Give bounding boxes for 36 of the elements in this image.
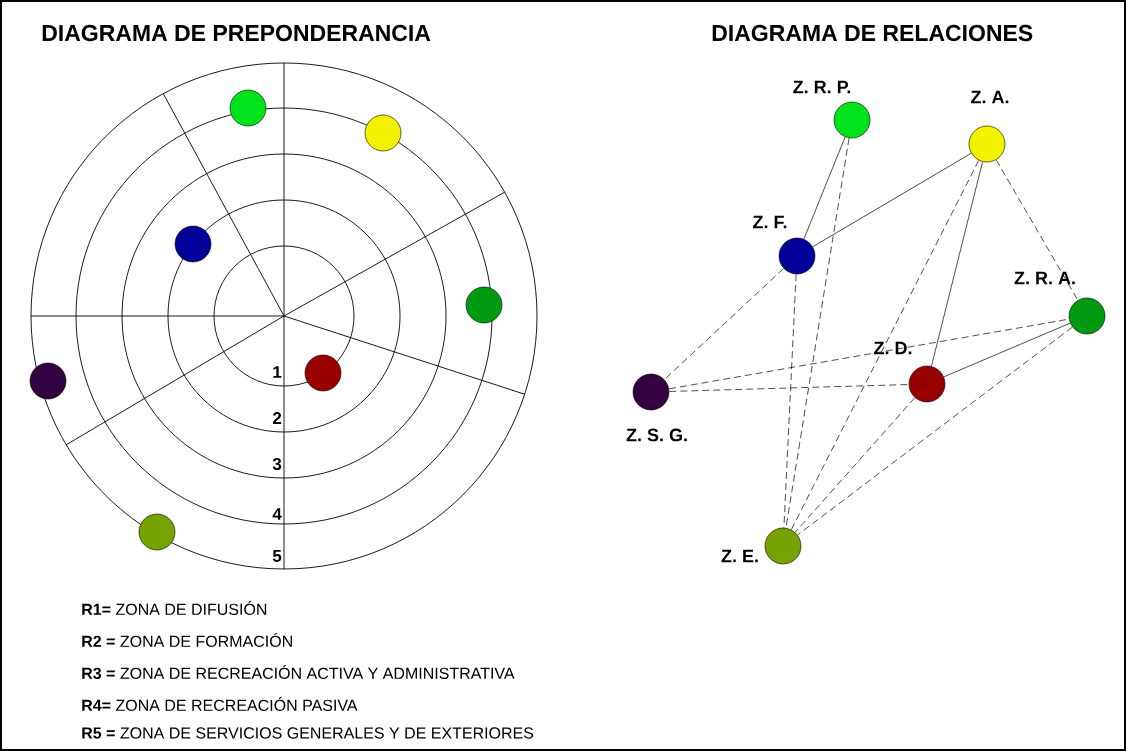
diagram-heading: DIAGRAMA DE RELACIONES [712,24,1033,42]
connector-line [943,322,1071,378]
diagram-heading: DIAGRAMA DE PREPONDERANCIA [42,24,431,42]
zone-label: Z. R. A. [1014,271,1075,285]
zone-label: Z. F. [753,215,787,229]
ring-number: 2 [272,412,282,424]
legend-text: R2 = ZONA DE FORMACIÓN [82,632,292,647]
zone-circle [229,89,267,127]
zone-circle [29,362,67,400]
ring-number: 5 [272,550,282,562]
zone-circle [364,114,402,152]
ring-number: 3 [272,457,282,470]
connector-line [797,326,1073,536]
connector-line [995,159,1079,301]
legend-text: R4= ZONA DE RECREACIÓN PASIVA [82,696,358,711]
connector-line [812,152,972,248]
legend-text: R5 = ZONA DE SERVICIOS GENERALES Y DE EXTERIORES [82,727,534,739]
legend-text: R3 = ZONA DE RECREACIÓN ACTIVA Y ADMINISTRATIVA [82,664,515,679]
connector-line [803,136,846,240]
ring-number: 4 [272,508,282,520]
connector-line [783,273,797,529]
zone-circle [138,513,176,551]
zone-label: Z. A. [971,90,1009,104]
connector-line [790,159,980,531]
zone-label: Z. R. P. [793,80,851,94]
zone-circle [304,354,342,392]
zone-label: Z. S. G. [626,428,687,442]
zone-label: Z. D. [874,341,912,355]
zone-circle [174,225,212,263]
connector-line [794,397,916,533]
connector-line [664,268,784,380]
zone-label: Z. E. [721,549,758,563]
legend-text: R1= ZONA DE DIFUSIÓN [82,600,267,615]
ring-number: 1 [273,366,282,378]
zone-circle [465,286,503,324]
connector-line [931,161,983,367]
